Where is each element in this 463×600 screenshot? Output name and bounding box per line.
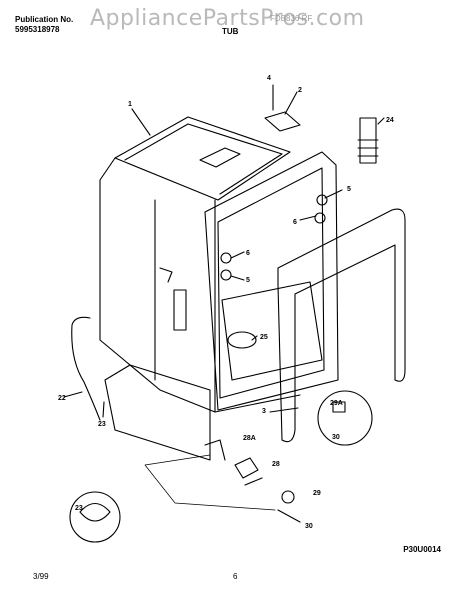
bracket-29a [332, 401, 346, 413]
base-leg [204, 439, 226, 461]
label-part-28: 28 [272, 461, 280, 468]
side-vent [173, 289, 187, 331]
drain-hose [71, 316, 101, 421]
leader-frame [144, 454, 276, 511]
tub-top [114, 116, 291, 201]
model-number: FDB836 RF [270, 14, 313, 23]
nut-6-upper [314, 212, 326, 224]
leader-5b [230, 275, 245, 281]
label-part-24: 24 [386, 117, 394, 124]
footer-page: 6 [233, 572, 238, 581]
spray-mount [227, 331, 257, 349]
base-frame [104, 364, 211, 461]
leader-5a [324, 189, 343, 199]
label-part-25: 25 [260, 334, 268, 341]
funnel-ribs [357, 139, 379, 157]
label-part-23-detail: 23 [75, 505, 83, 512]
leader-1 [131, 108, 151, 136]
detail-circle-23 [69, 491, 121, 543]
leader-22 [63, 391, 83, 398]
label-part-3: 3 [262, 408, 266, 415]
label-part-30b: 30 [305, 523, 313, 530]
label-part-2: 2 [298, 87, 302, 94]
nut-5-lower [220, 269, 232, 281]
label-part-22: 22 [58, 395, 66, 402]
tub-top-rim [124, 123, 283, 195]
watermark: AppliancePartsPros.com [90, 6, 365, 31]
label-part-6b: 6 [246, 250, 250, 257]
label-part-30a: 30 [332, 434, 340, 441]
tub-top-vent [199, 147, 241, 168]
leader-24 [377, 117, 385, 125]
nut-29 [281, 490, 295, 504]
door-frame-inner [217, 167, 325, 399]
detail-circle-29a [317, 390, 373, 446]
label-part-4: 4 [267, 75, 271, 82]
label-part-23: 23 [98, 421, 106, 428]
top-bracket [264, 111, 301, 132]
clip-23 [79, 502, 111, 522]
bracket-28a [234, 457, 259, 479]
label-part-29: 29 [313, 490, 321, 497]
part-labels: 1 2 3 4 5 6 5 6 22 23 23 24 25 28 28A 29… [58, 75, 394, 530]
leader-2 [284, 91, 298, 115]
publication-label: Publication No. [15, 15, 74, 24]
door-gasket [277, 208, 406, 443]
nut-5-upper [316, 194, 328, 206]
label-part-5a: 5 [347, 186, 351, 193]
label-part-5b: 5 [246, 277, 250, 284]
label-part-28a: 28A [243, 435, 256, 442]
tub-bottom-edge [214, 394, 301, 413]
door-frame-outer [204, 151, 339, 411]
footer-date: 3/99 [33, 572, 49, 581]
nut-6-lower [220, 252, 232, 264]
side-clip [159, 267, 173, 283]
leader-3 [269, 407, 299, 413]
leader-23 [102, 401, 105, 418]
leader-25 [251, 335, 258, 341]
publication-number: 5995318978 [15, 25, 60, 34]
leader-6a [299, 215, 317, 221]
diagram-reference: P30U0014 [403, 545, 441, 554]
label-part-6a: 6 [293, 219, 297, 226]
leader-6b [230, 251, 245, 259]
screw-28 [244, 477, 263, 486]
section-title: TUB [222, 27, 239, 36]
tub-floor [221, 281, 323, 381]
screw-30 [277, 509, 301, 523]
label-part-29a: 29A [330, 400, 343, 407]
label-part-1: 1 [128, 101, 132, 108]
